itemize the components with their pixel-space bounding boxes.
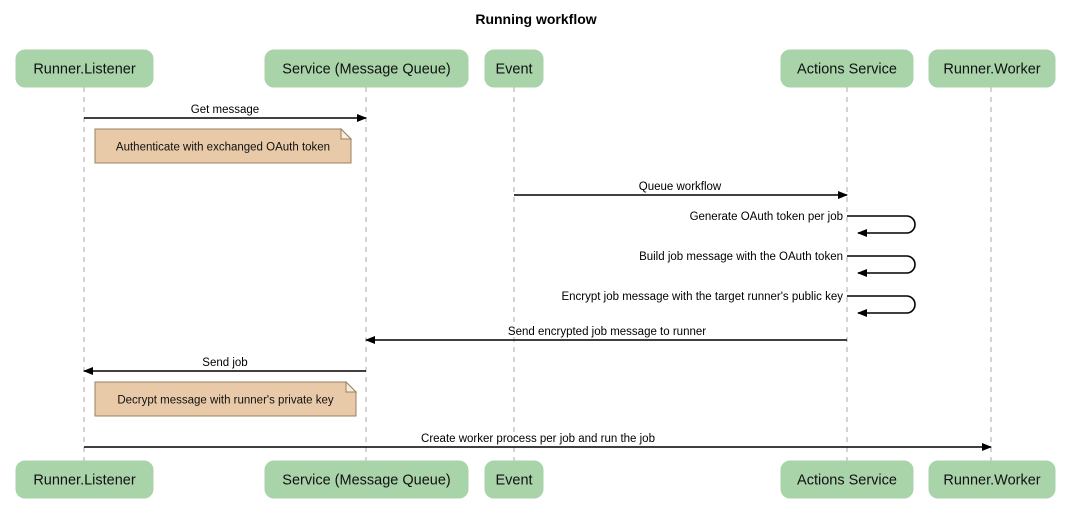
message-encrypt-job-message-with-the-target-runners-public-key[interactable]: Encrypt job message with the target runn… (561, 291, 916, 317)
participant-box (15, 460, 154, 499)
participant-footer-actions-service[interactable]: Actions Service (780, 460, 914, 499)
message-get-message[interactable]: Get message (84, 104, 367, 122)
message-label: Send encrypted job message to runner (508, 326, 706, 338)
note-fold-corner-icon (345, 380, 358, 393)
participant-header-runner-worker[interactable]: Runner.Worker (928, 49, 1056, 88)
message-label: Encrypt job message with the target runn… (561, 291, 843, 303)
message-label: Build job message with the OAuth token (639, 251, 843, 263)
participant-header-event[interactable]: Event (484, 49, 544, 88)
participant-box (780, 460, 914, 499)
participant-label: Runner.Worker (943, 473, 1040, 489)
participant-box (780, 49, 914, 88)
participant-label: Runner.Listener (33, 473, 136, 489)
participant-label: Event (495, 473, 532, 489)
participant-label: Actions Service (797, 62, 897, 78)
participant-footer-runner-listener[interactable]: Runner.Listener (15, 460, 154, 499)
message-send-job[interactable]: Send job (83, 357, 366, 375)
message-queue-workflow[interactable]: Queue workflow (514, 181, 848, 199)
message-label: Get message (191, 104, 259, 116)
participant-footer-runner-worker[interactable]: Runner.Worker (928, 460, 1056, 499)
notes-layer: Authenticate with exchanged OAuth tokenD… (94, 127, 358, 417)
message-create-worker-process-per-job-and-run-the-job[interactable]: Create worker process per job and run th… (84, 433, 992, 451)
participant-label: Service (Message Queue) (282, 473, 450, 489)
diagram-title: Running workflow (475, 11, 596, 27)
participant-box (264, 460, 469, 499)
self-loop-path (847, 255, 916, 277)
note-body (94, 128, 352, 164)
participant-footer-service-message-queue[interactable]: Service (Message Queue) (264, 460, 469, 499)
participant-label: Runner.Worker (943, 62, 1040, 78)
self-loop-path (847, 295, 916, 317)
message-label: Queue workflow (639, 181, 722, 193)
participant-box (928, 460, 1056, 499)
participant-box (484, 460, 544, 499)
note-decrypt-message-with-runners-private-key[interactable]: Decrypt message with runner's private ke… (94, 380, 358, 417)
message-label: Generate OAuth token per job (690, 211, 843, 223)
participant-header-service-message-queue[interactable]: Service (Message Queue) (264, 49, 469, 88)
self-loop-path (847, 215, 916, 237)
participant-label: Service (Message Queue) (282, 62, 450, 78)
participant-label: Runner.Listener (33, 62, 136, 78)
note-authenticate-with-exchanged-oauth-token[interactable]: Authenticate with exchanged OAuth token (94, 127, 353, 164)
note-label: Authenticate with exchanged OAuth token (116, 142, 330, 154)
participant-box (15, 49, 154, 88)
note-fold-corner-icon (340, 127, 353, 140)
message-generate-oauth-token-per-job[interactable]: Generate OAuth token per job (690, 211, 916, 237)
participant-box (484, 49, 544, 88)
participant-label: Actions Service (797, 473, 897, 489)
message-build-job-message-with-the-oauth-token[interactable]: Build job message with the OAuth token (639, 251, 916, 277)
participant-box (264, 49, 469, 88)
message-send-encrypted-job-message-to-runner[interactable]: Send encrypted job message to runner (365, 326, 847, 344)
participant-footer-event[interactable]: Event (484, 460, 544, 499)
participant-header-runner-listener[interactable]: Runner.Listener (15, 49, 154, 88)
message-label: Create worker process per job and run th… (421, 433, 655, 445)
note-body (94, 381, 357, 417)
message-label: Send job (202, 357, 247, 369)
participant-label: Event (495, 62, 532, 78)
participant-box (928, 49, 1056, 88)
note-label: Decrypt message with runner's private ke… (117, 395, 334, 407)
lifelines-layer (83, 87, 992, 461)
participant-header-actions-service[interactable]: Actions Service (780, 49, 914, 88)
